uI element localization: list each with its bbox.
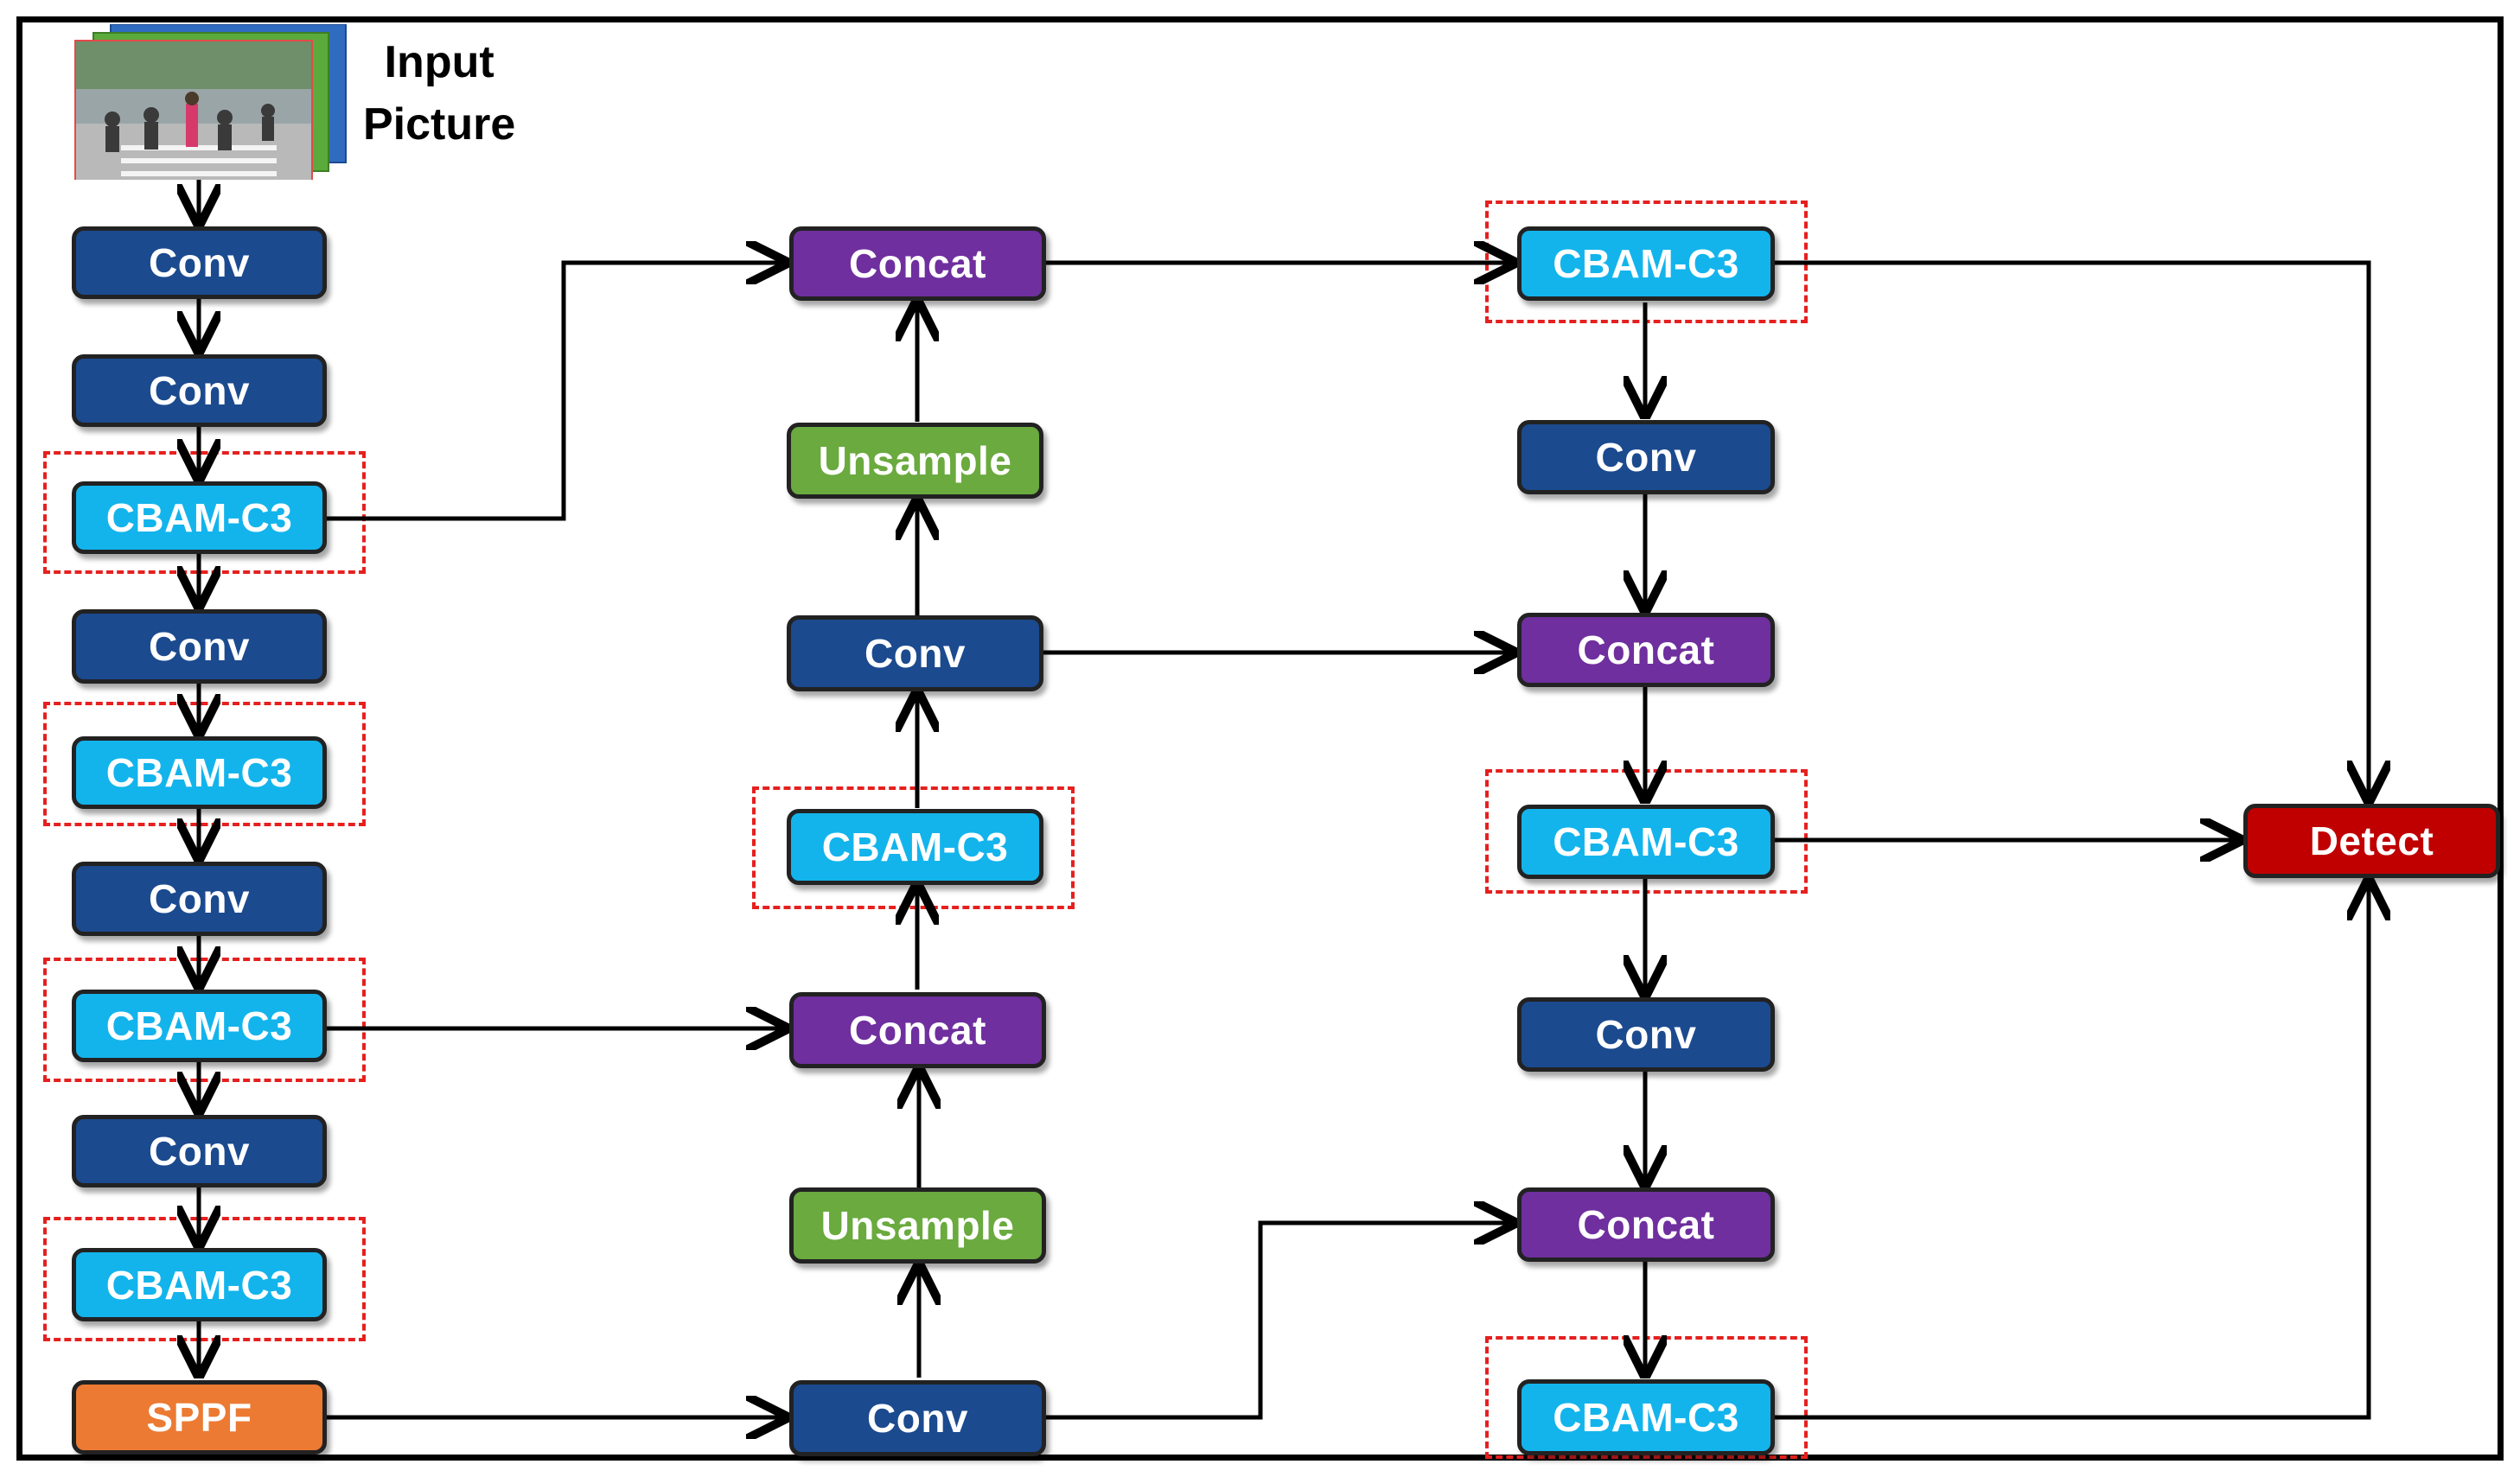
node-concat-2[interactable]: Concat (789, 992, 1046, 1068)
node-concat-4[interactable]: Concat (1517, 1187, 1775, 1262)
node-upsample-2[interactable]: Unsample (789, 1187, 1046, 1264)
node-label: CBAM-C3 (1553, 241, 1739, 286)
node-conv-4[interactable]: Conv (72, 862, 327, 936)
node-cbam-c3-7[interactable]: CBAM-C3 (1517, 805, 1775, 879)
node-label: Unsample (820, 1203, 1015, 1248)
arrow-n7-h6 (1043, 1223, 1513, 1420)
input-picture-label: Input Picture (363, 31, 515, 156)
node-cbam-c3-5[interactable]: CBAM-C3 (787, 809, 1043, 885)
node-label: Unsample (818, 438, 1012, 483)
node-label: CBAM-C3 (821, 824, 1009, 869)
node-label: Conv (149, 624, 250, 669)
node-label: Conv (149, 368, 250, 413)
node-label: SPPF (146, 1395, 252, 1440)
node-cbam-c3-1[interactable]: CBAM-C3 (72, 481, 327, 554)
node-detect[interactable]: Detect (2243, 804, 2500, 878)
node-label: CBAM-C3 (105, 1003, 293, 1048)
arrow-b3-n1 (324, 263, 785, 521)
node-label: Concat (1577, 1202, 1715, 1247)
node-label: Conv (149, 1129, 250, 1174)
node-cbam-c3-2[interactable]: CBAM-C3 (72, 736, 327, 809)
node-cbam-c3-3[interactable]: CBAM-C3 (72, 990, 327, 1062)
node-label: CBAM-C3 (1553, 1395, 1739, 1440)
input-label-line1: Input (384, 37, 494, 87)
node-label: Conv (149, 876, 250, 921)
node-label: Conv (864, 631, 966, 676)
node-sppf[interactable]: SPPF (72, 1380, 327, 1455)
node-conv-8[interactable]: Conv (1517, 420, 1775, 494)
node-label: Concat (849, 241, 986, 286)
node-cbam-c3-8[interactable]: CBAM-C3 (1517, 1379, 1775, 1455)
input-picture-image (74, 24, 347, 180)
node-label: Conv (1595, 1012, 1697, 1057)
node-concat-3[interactable]: Concat (1517, 613, 1775, 687)
node-conv-3[interactable]: Conv (72, 609, 327, 684)
node-label: Conv (1595, 435, 1697, 480)
node-conv-7[interactable]: Conv (789, 1380, 1046, 1456)
node-label: Concat (1577, 627, 1715, 672)
node-label: CBAM-C3 (1553, 819, 1739, 864)
node-conv-6[interactable]: Conv (787, 615, 1043, 691)
node-cbam-c3-4[interactable]: CBAM-C3 (72, 1248, 327, 1321)
node-label: CBAM-C3 (105, 1262, 293, 1308)
node-cbam-c3-6[interactable]: CBAM-C3 (1517, 226, 1775, 301)
node-conv-5[interactable]: Conv (72, 1115, 327, 1187)
node-label: CBAM-C3 (105, 750, 293, 795)
node-upsample-1[interactable]: Unsample (787, 423, 1043, 499)
node-conv-2[interactable]: Conv (72, 354, 327, 427)
arrow-h7-d1 (1772, 882, 2369, 1420)
input-label-line2: Picture (363, 99, 516, 150)
arrow-h1-d1 (1772, 260, 2369, 799)
node-label: Conv (867, 1396, 968, 1441)
node-label: CBAM-C3 (105, 495, 293, 540)
node-conv-1[interactable]: Conv (72, 226, 327, 299)
node-label: Detect (2309, 818, 2434, 863)
diagram-frame (16, 16, 2504, 1461)
node-concat-1[interactable]: Concat (789, 226, 1046, 301)
node-label: Concat (849, 1008, 986, 1053)
node-conv-9[interactable]: Conv (1517, 997, 1775, 1072)
node-label: Conv (149, 240, 250, 285)
